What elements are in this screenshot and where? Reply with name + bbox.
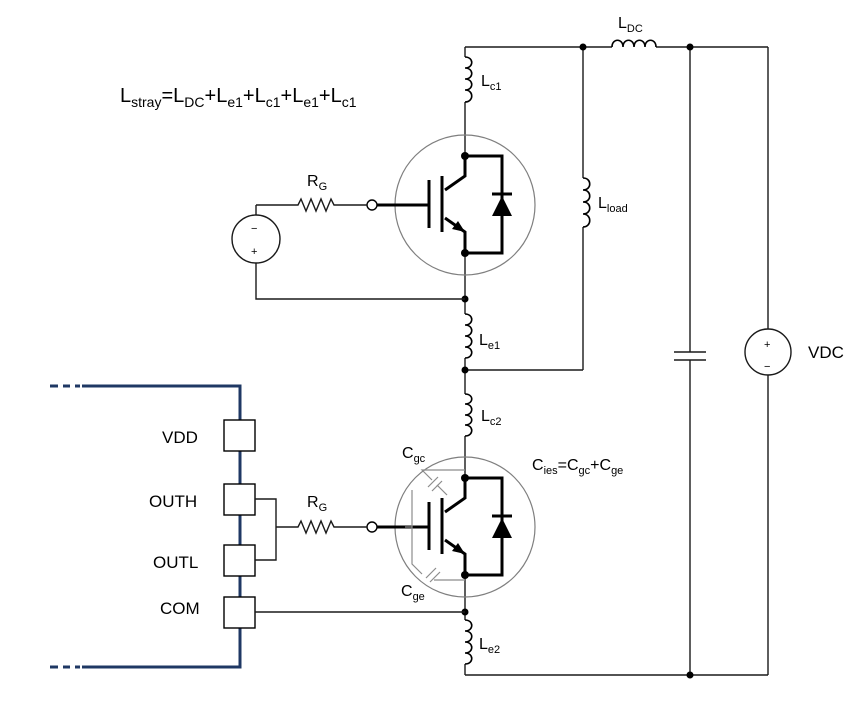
- stray-inductance-formula: Lstray=LDC+Le1+Lc1+Le1+Lc1: [120, 85, 357, 110]
- junction-dots: [461, 43, 694, 679]
- lc2-label: Lc2: [481, 408, 502, 428]
- gate-drive-source: − +: [231, 205, 465, 300]
- upper-gate-resistor: [256, 197, 367, 213]
- lc2-inductor: [464, 393, 473, 437]
- pin-outh-label: OUTH: [149, 492, 197, 511]
- lower-igbt: [376, 456, 536, 598]
- vdc-source: + −: [744, 328, 792, 376]
- pin-com-label: COM: [160, 599, 200, 618]
- gate-driver-bus: [50, 384, 242, 669]
- svg-text:−: −: [764, 361, 770, 373]
- dc-link-capacitor: [674, 351, 706, 361]
- ldc-inductor: [611, 39, 657, 48]
- lower-gate-terminal: [366, 521, 378, 533]
- lload-label: Lload: [598, 195, 628, 215]
- upper-igbt: [376, 134, 536, 276]
- lc1-label: Lc1: [481, 73, 502, 93]
- le1-label: Le1: [479, 332, 500, 352]
- vdc-label: VDC: [808, 343, 844, 362]
- lower-gate-resistor: [276, 519, 367, 535]
- cies-label: Cies=Cgc+Cge: [532, 457, 623, 477]
- cge-label: Cge: [401, 583, 425, 603]
- cgc-label: Cgc: [402, 445, 426, 465]
- svg-text:+: +: [764, 339, 770, 351]
- pin-outl-label: OUTL: [153, 553, 198, 572]
- upper-rg-label: RG: [307, 173, 327, 193]
- le1-inductor: [464, 313, 473, 359]
- driver-pins: [223, 419, 256, 629]
- ldc-label: LDC: [618, 15, 643, 35]
- pin-vdd-label: VDD: [162, 428, 198, 447]
- power-rails: [464, 46, 769, 676]
- svg-text:+: +: [251, 246, 257, 258]
- le2-label: Le2: [479, 636, 500, 656]
- lload-inductor: [582, 177, 591, 228]
- lower-rg-label: RG: [307, 494, 327, 514]
- parasitic-capacitances: [405, 469, 465, 583]
- upper-gate-terminal: [366, 199, 378, 211]
- svg-text:−: −: [251, 223, 257, 235]
- le2-inductor: [464, 619, 473, 665]
- lc1-inductor: [464, 56, 473, 103]
- driver-output-wires: [255, 498, 277, 561]
